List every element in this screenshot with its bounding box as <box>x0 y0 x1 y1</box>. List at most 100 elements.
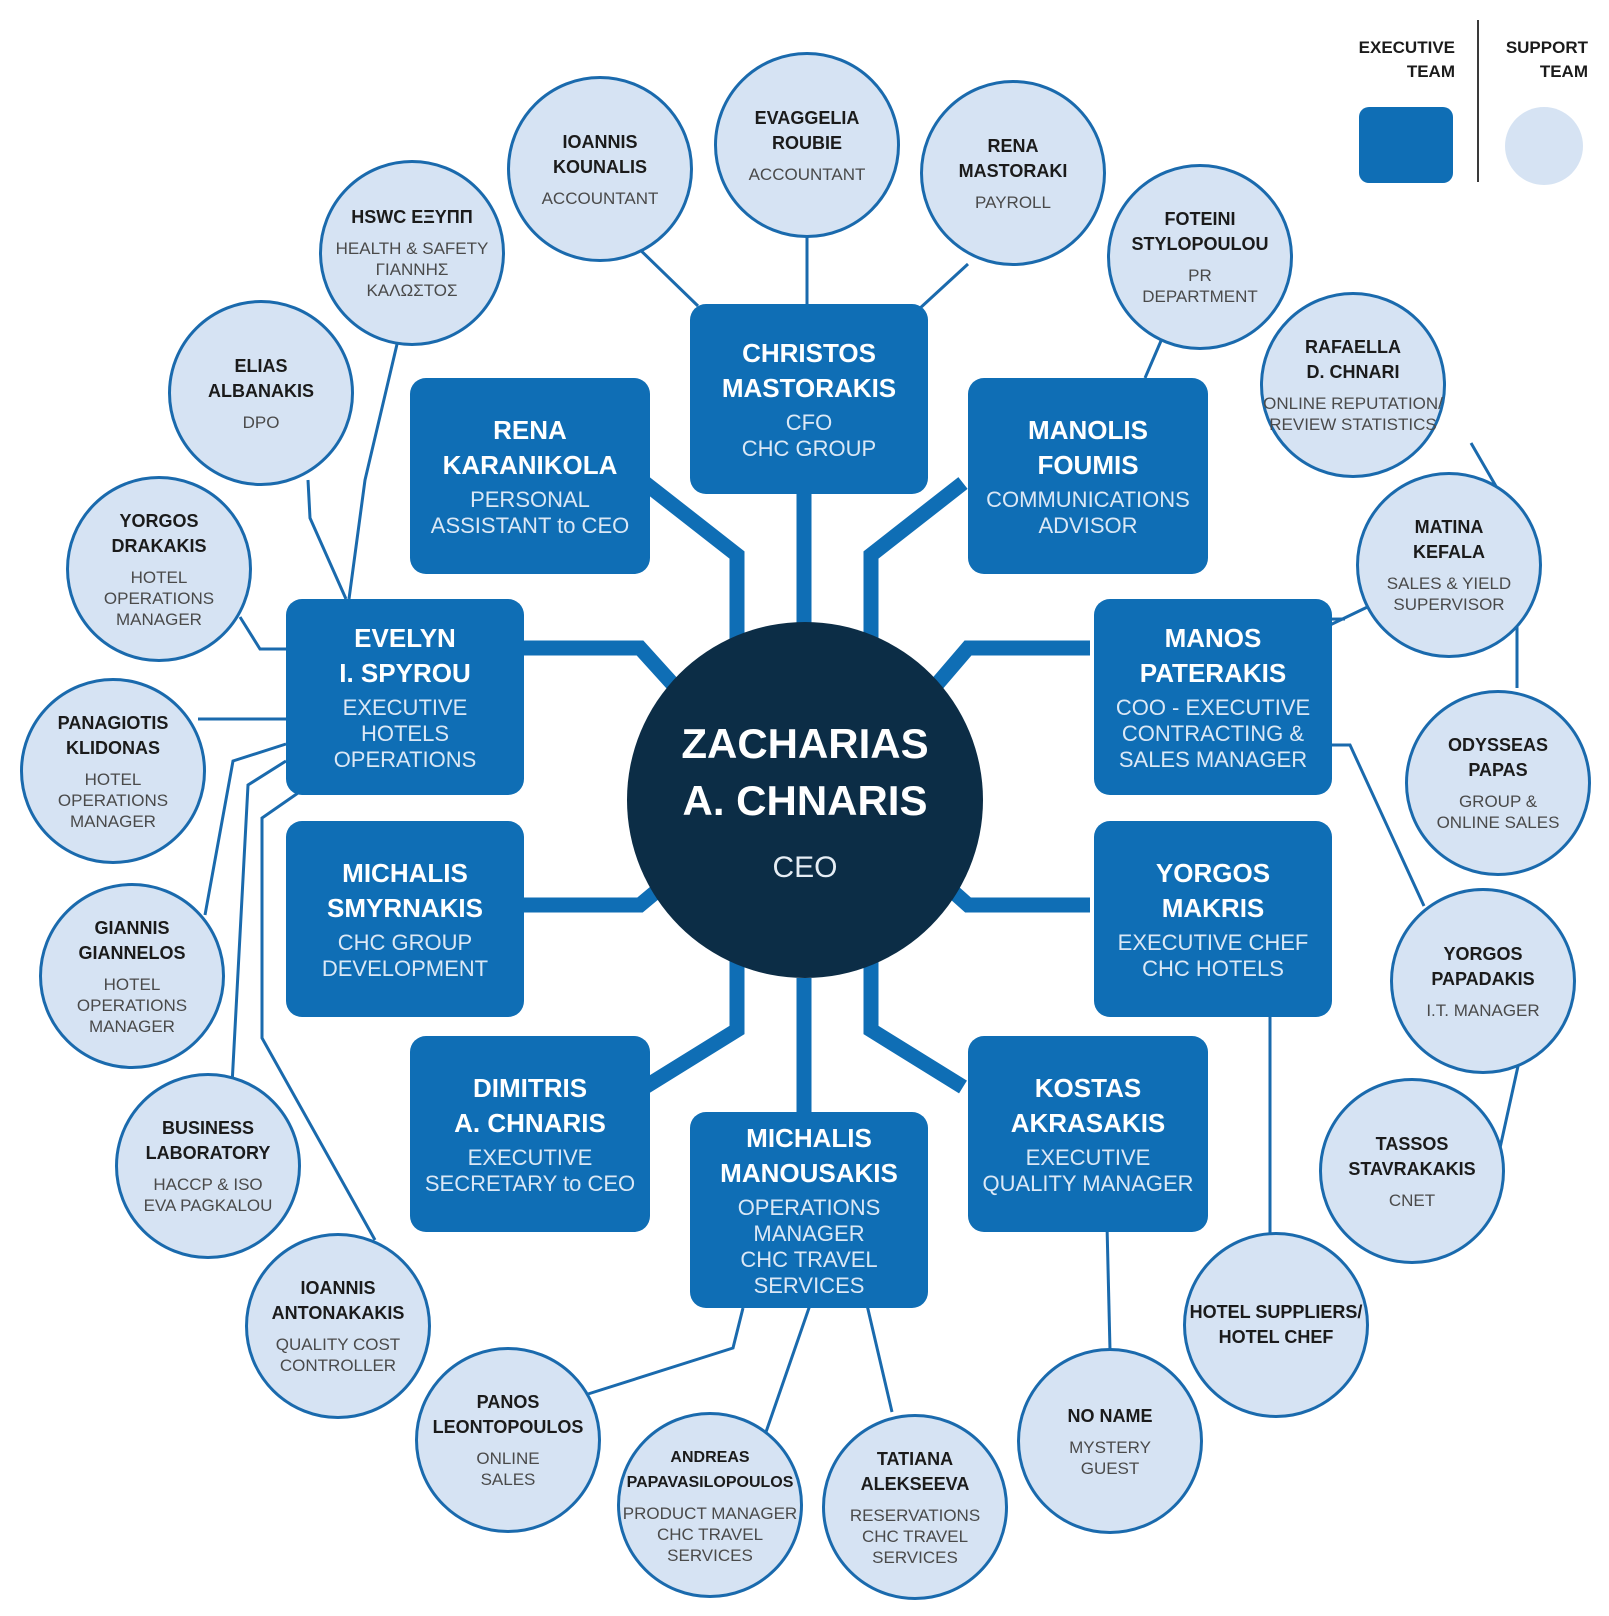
support-bubble: YORGOS PAPADAKIS I.T. MANAGER <box>1390 888 1576 1074</box>
support-role: DPO <box>242 412 280 432</box>
exec-role: EXECUTIVE CHEF CHC HOTELS <box>1117 930 1309 981</box>
support-role: HOTEL OPERATIONS MANAGER <box>103 567 215 629</box>
support-name: IOANNIS ANTONAKAKIS <box>271 1278 405 1323</box>
support-name: IOANNIS KOUNALIS <box>553 131 647 177</box>
exec-box: YORGOS MAKRIS EXECUTIVE CHEF CHC HOTELS <box>1094 821 1332 1017</box>
exec-name: DIMITRIS A. CHNARIS <box>454 1073 606 1138</box>
support-bubble: HOTEL SUPPLIERS/ HOTEL CHEF <box>1183 1232 1369 1418</box>
support-name: HSWC ΕΞΥΠΠ <box>351 207 473 227</box>
support-role: HOTEL OPERATIONS MANAGER <box>76 974 188 1036</box>
support-name: GIANNIS GIANNELOS <box>78 917 186 963</box>
exec-name: CHRISTOS MASTORAKIS <box>721 338 897 403</box>
support-name: ANDREAS PAPAVASILOPOULOS <box>626 1448 794 1491</box>
support-role: SALES & YIELD SUPERVISOR <box>1386 574 1512 614</box>
exec-box: EVELYN I. SPYROU EXECUTIVE HOTELS OPERAT… <box>286 599 524 795</box>
exec-box: CHRISTOS MASTORAKIS CFO CHC GROUP <box>690 304 928 494</box>
support-name: ELIAS ALBANAKIS <box>208 355 314 401</box>
support-bubble: NO NAME MYSTERY GUEST <box>1017 1348 1203 1534</box>
exec-role: EXECUTIVE QUALITY MANAGER <box>982 1145 1194 1196</box>
support-role: QUALITY COST CONTROLLER <box>275 1335 401 1375</box>
support-bubble: HSWC ΕΞΥΠΠ HEALTH & SAFETY ΓΙΑΝΝΗΣ ΚΑΛΩΣ… <box>319 160 505 346</box>
support-role: PAYROLL <box>975 192 1051 212</box>
support-role: PRODUCT MANAGER CHC TRAVEL SERVICES <box>622 1503 798 1565</box>
support-bubble: PANOS LEONTOPOULOS ONLINE SALES <box>415 1347 601 1533</box>
exec-box: DIMITRIS A. CHNARIS EXECUTIVE SECRETARY … <box>410 1036 650 1232</box>
ceo-name: ZACHARIAS A. CHNARIS <box>681 720 929 824</box>
legend-executive-label: EXECUTIVE TEAM <box>1358 38 1455 81</box>
exec-role: EXECUTIVE HOTELS OPERATIONS <box>333 695 477 772</box>
exec-box: MANOLIS FOUMIS COMMUNICATIONS ADVISOR <box>968 378 1208 574</box>
support-name: TASSOS STAVRAKAKIS <box>1348 1133 1476 1179</box>
legend-support-swatch <box>1505 107 1583 185</box>
support-bubble: FOTEINI STYLOPOULOU PR DEPARTMENT <box>1107 164 1293 350</box>
support-role: MYSTERY GUEST <box>1069 1437 1151 1478</box>
support-role: I.T. MANAGER <box>1426 1000 1540 1020</box>
support-role: HACCP & ISO EVA PAGKALOU <box>143 1175 273 1215</box>
support-role: ONLINE SALES <box>476 1449 540 1489</box>
exec-name: RENA KARANIKOLA <box>442 415 618 480</box>
support-name: PANOS LEONTOPOULOS <box>432 1392 584 1437</box>
support-bubble: GIANNIS GIANNELOS HOTEL OPERATIONS MANAG… <box>39 883 225 1069</box>
exec-role: COMMUNICATIONS ADVISOR <box>986 487 1190 538</box>
support-role: HEALTH & SAFETY ΓΙΑΝΝΗΣ ΚΑΛΩΣΤΟΣ <box>335 239 489 300</box>
support-role: HOTEL OPERATIONS MANAGER <box>57 769 169 831</box>
support-bubble: ELIAS ALBANAKIS DPO <box>168 300 354 486</box>
support-name: TATIANA ALEKSEEVA <box>860 1448 970 1494</box>
exec-role: EXECUTIVE SECRETARY to CEO <box>424 1145 636 1196</box>
support-bubble: RENA MASTORAKI PAYROLL <box>920 80 1106 266</box>
legend-executive-swatch <box>1359 107 1453 183</box>
support-role: PR DEPARTMENT <box>1142 266 1258 306</box>
exec-box: MICHALIS MANOUSAKIS OPERATIONS MANAGER C… <box>690 1112 928 1308</box>
exec-name: MICHALIS SMYRNAKIS <box>326 858 483 923</box>
support-bubble: TATIANA ALEKSEEVA RESERVATIONS CHC TRAVE… <box>822 1414 1008 1600</box>
exec-name: YORGOS MAKRIS <box>1155 858 1271 923</box>
support-role: CNET <box>1388 1190 1436 1210</box>
support-bubble: EVAGGELIA ROUBIE ACCOUNTANT <box>714 52 900 238</box>
support-name: PANAGIOTIS KLIDONAS <box>57 712 169 758</box>
support-name: FOTEINI STYLOPOULOU <box>1131 209 1269 254</box>
ceo-role: CEO <box>772 851 838 884</box>
exec-box: MICHALIS SMYRNAKIS CHC GROUP DEVELOPMENT <box>286 821 524 1017</box>
support-name: YORGOS DRAKAKIS <box>111 510 207 556</box>
support-bubble: IOANNIS ANTONAKAKIS QUALITY COST CONTROL… <box>245 1233 431 1419</box>
support-bubble: MATINA KEFALA SALES & YIELD SUPERVISOR <box>1356 472 1542 658</box>
support-bubble: ODYSSEAS PAPAS GROUP & ONLINE SALES <box>1405 690 1591 876</box>
exec-name: EVELYN I. SPYROU <box>339 623 471 688</box>
support-bubble: ANDREAS PAPAVASILOPOULOS PRODUCT MANAGER… <box>617 1412 803 1598</box>
support-role: RESERVATIONS CHC TRAVEL SERVICES <box>849 1505 981 1567</box>
support-role: ONLINE REPUTATION/ REVIEW STATISTICS <box>1263 394 1443 434</box>
support-role: ACCOUNTANT <box>541 188 659 208</box>
exec-box: MANOS PATERAKIS COO - EXECUTIVE CONTRACT… <box>1094 599 1332 795</box>
legend-divider <box>1477 20 1479 182</box>
support-name: BUSINESS LABORATORY <box>145 1118 271 1163</box>
support-role: ACCOUNTANT <box>748 164 866 184</box>
support-name: MATINA KEFALA <box>1413 517 1485 562</box>
exec-role: CHC GROUP DEVELOPMENT <box>321 930 489 981</box>
exec-box: KOSTAS AKRASAKIS EXECUTIVE QUALITY MANAG… <box>968 1036 1208 1232</box>
support-bubble: YORGOS DRAKAKIS HOTEL OPERATIONS MANAGER <box>66 476 252 662</box>
support-name: YORGOS PAPADAKIS <box>1431 943 1535 989</box>
exec-role: COO - EXECUTIVE CONTRACTING & SALES MANA… <box>1115 695 1311 772</box>
exec-role: OPERATIONS MANAGER CHC TRAVEL SERVICES <box>737 1195 881 1298</box>
support-bubble: TASSOS STAVRAKAKIS CNET <box>1319 1078 1505 1264</box>
ceo-node: ZACHARIAS A. CHNARIS CEO <box>627 622 983 978</box>
support-bubble: BUSINESS LABORATORY HACCP & ISO EVA PAGK… <box>115 1073 301 1259</box>
exec-name: KOSTAS AKRASAKIS <box>1010 1073 1166 1138</box>
support-bubble: RAFAELLA D. CHNARI ONLINE REPUTATION/ RE… <box>1260 292 1446 478</box>
exec-box: RENA KARANIKOLA PERSONAL ASSISTANT to CE… <box>410 378 650 574</box>
support-name: HOTEL SUPPLIERS/ HOTEL CHEF <box>1189 1302 1363 1347</box>
support-name: NO NAME <box>1067 1405 1153 1426</box>
support-name: ODYSSEAS PAPAS <box>1447 735 1549 780</box>
support-bubble: IOANNIS KOUNALIS ACCOUNTANT <box>507 76 693 262</box>
support-name: EVAGGELIA ROUBIE <box>754 107 860 153</box>
support-role: GROUP & ONLINE SALES <box>1436 792 1560 832</box>
support-bubble: PANAGIOTIS KLIDONAS HOTEL OPERATIONS MAN… <box>20 678 206 864</box>
legend-support-label: SUPPORT TEAM <box>1505 38 1588 81</box>
exec-role: CFO CHC GROUP <box>741 410 877 461</box>
exec-name: MANOLIS FOUMIS <box>1028 415 1148 480</box>
exec-name: MANOS PATERAKIS <box>1139 623 1287 688</box>
support-name: RAFAELLA D. CHNARI <box>1305 337 1401 382</box>
exec-name: MICHALIS MANOUSAKIS <box>720 1123 898 1188</box>
support-name: RENA MASTORAKI <box>958 135 1068 181</box>
